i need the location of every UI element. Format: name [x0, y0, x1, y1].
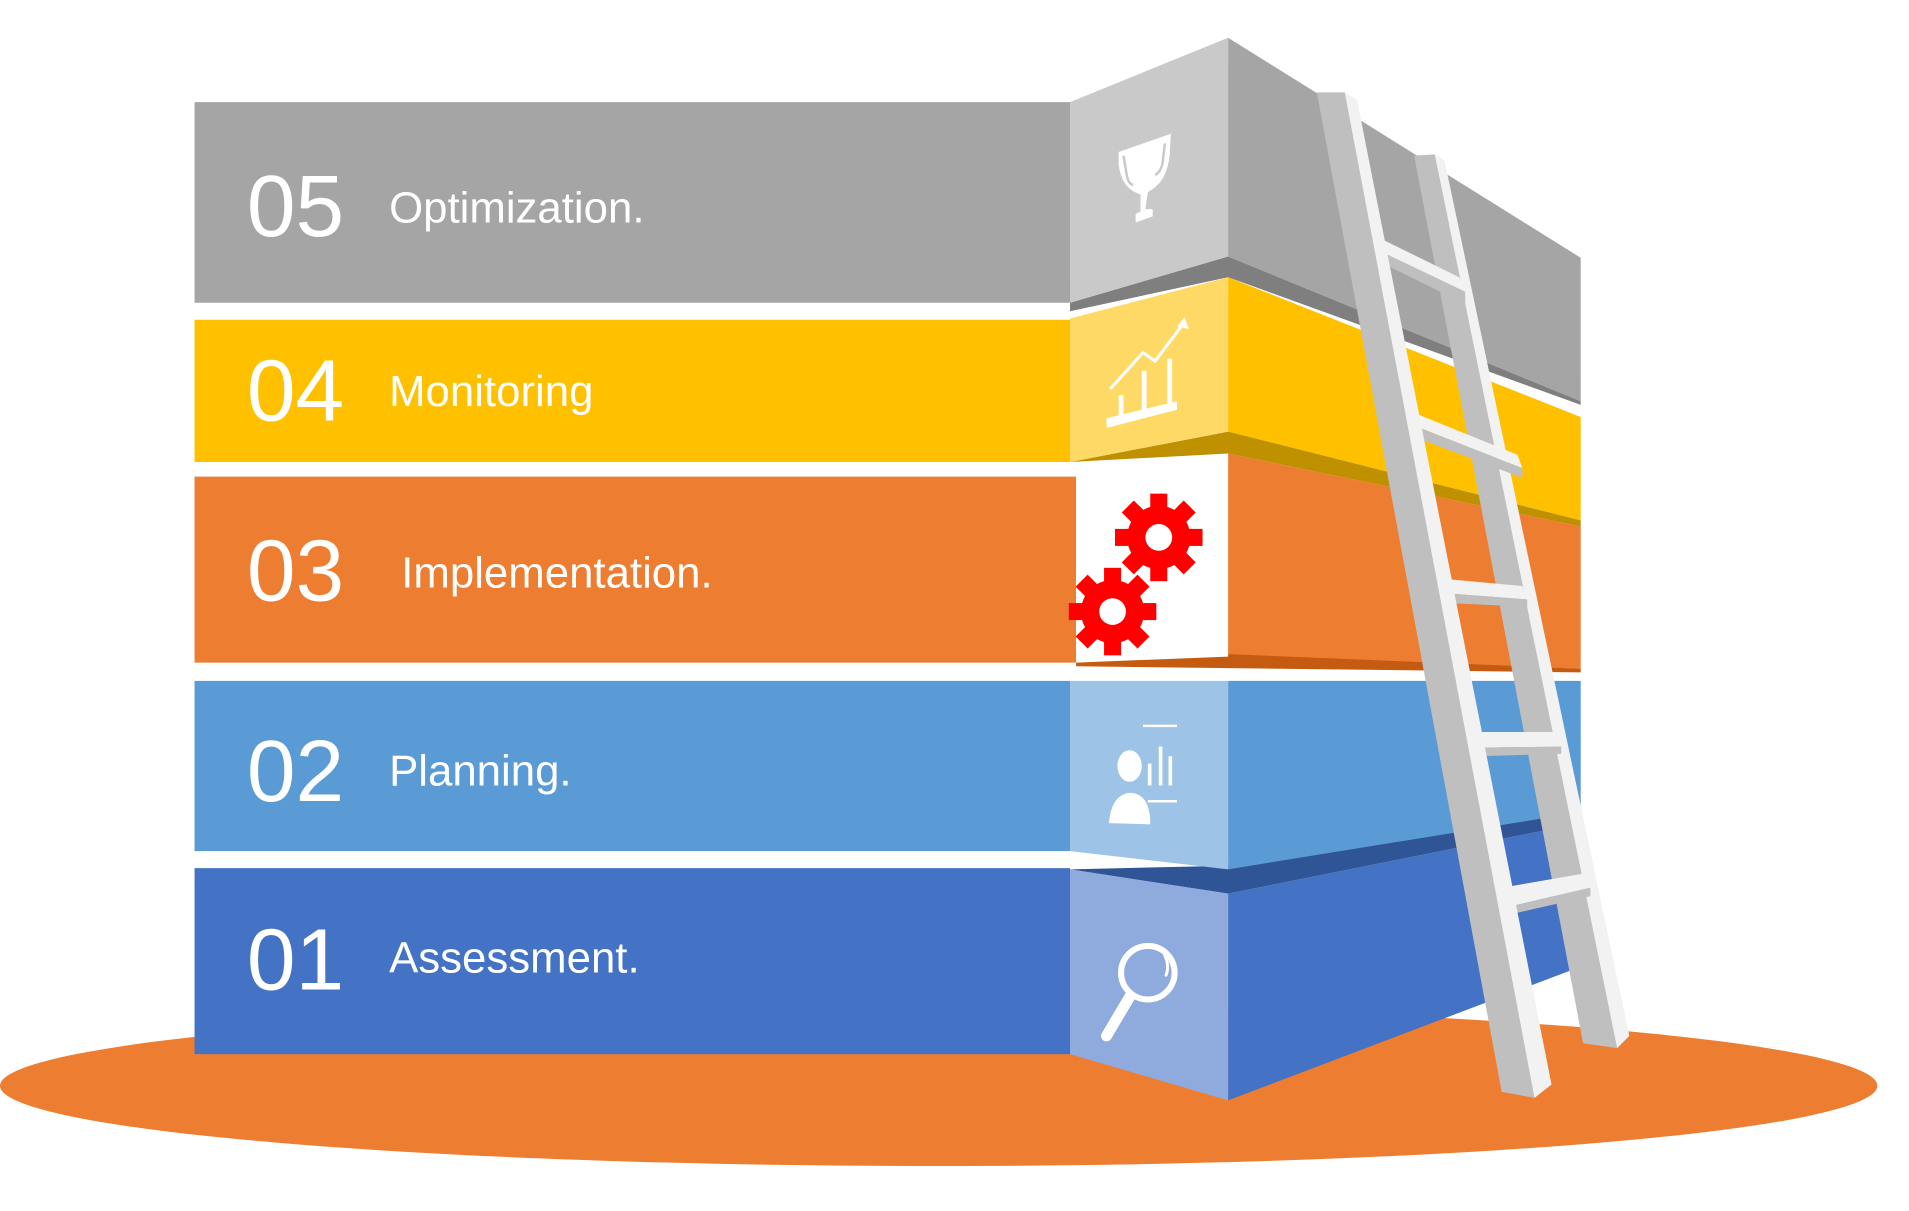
growth-chart-icon	[1106, 317, 1189, 428]
step-number: 05	[247, 157, 344, 255]
ladder	[1316, 92, 1630, 1098]
step-label: Assessment.	[389, 934, 640, 983]
step-label: Optimization.	[389, 184, 644, 233]
step-number: 01	[247, 911, 344, 1009]
trophy-icon	[1118, 133, 1171, 223]
step-02: 02 Planning.	[194, 680, 1581, 870]
ladder-rungs	[1377, 237, 1591, 915]
presentation-icon	[1108, 724, 1178, 825]
step-number: 02	[247, 722, 344, 820]
step-label: Monitoring	[389, 367, 593, 416]
step-number: 03	[247, 522, 344, 620]
step-number: 04	[247, 342, 344, 440]
step-03: 03 Implementation.	[194, 453, 1581, 673]
magnifier-icon	[1101, 942, 1178, 1042]
step-label: Planning.	[389, 746, 572, 795]
step-label: Implementation.	[401, 548, 712, 597]
step-05: 05 Optimization.	[194, 37, 1581, 405]
